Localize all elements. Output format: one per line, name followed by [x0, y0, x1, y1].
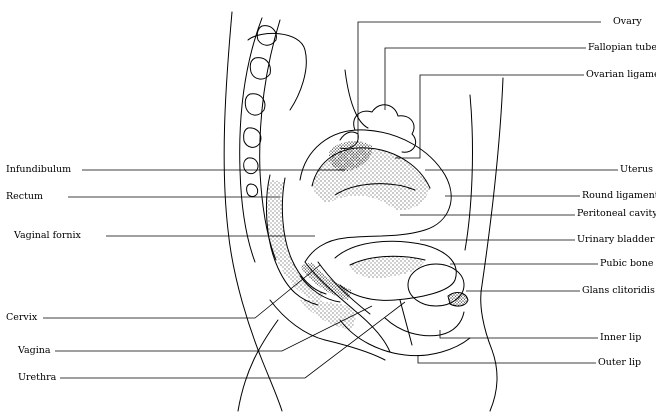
label-pubic-bone: Pubic bone	[600, 258, 654, 269]
label-vagina: Vagina	[18, 345, 51, 356]
label-inner-lip: Inner lip	[600, 332, 641, 343]
label-urinary-bladder: Urinary bladder	[577, 234, 654, 245]
label-ovary: Ovary	[613, 16, 642, 27]
label-cervix: Cervix	[6, 312, 37, 323]
label-round-ligament: Round ligament	[582, 190, 656, 201]
leader-inner-lip	[440, 330, 598, 338]
inner-lip-outline	[385, 312, 464, 336]
label-urethra: Urethra	[18, 372, 56, 383]
peritoneum	[345, 70, 368, 128]
label-peritoneal-cavity: Peritoneal cavity	[577, 208, 656, 219]
rear-leg-outline	[238, 320, 278, 411]
lumbar-vertebra	[248, 33, 306, 110]
leader-outer-lip	[418, 355, 596, 363]
leader-ovarian-ligament	[395, 75, 584, 158]
urethra-path	[400, 300, 412, 345]
abdomen-inner-wall	[465, 95, 472, 250]
label-infundibulum: Infundibulum	[6, 164, 71, 175]
label-ovarian-ligament: Ovarian ligament	[586, 69, 656, 80]
label-rectum: Rectum	[6, 191, 43, 202]
label-fallopian-tube: Fallopian tube	[588, 42, 656, 53]
leader-fallopian-tube	[385, 48, 586, 110]
label-outer-lip: Outer lip	[598, 357, 641, 368]
label-vaginal-fornix: Vaginal fornix	[14, 230, 81, 241]
front-body-outline	[481, 78, 503, 411]
label-glans-clitoridis: Glans clitoridis	[582, 285, 655, 296]
label-uterus: Uterus	[620, 164, 653, 175]
rectum-wall-stipple	[267, 180, 324, 302]
leader-ovary	[358, 22, 601, 140]
bladder-wall-stipple	[350, 256, 425, 278]
